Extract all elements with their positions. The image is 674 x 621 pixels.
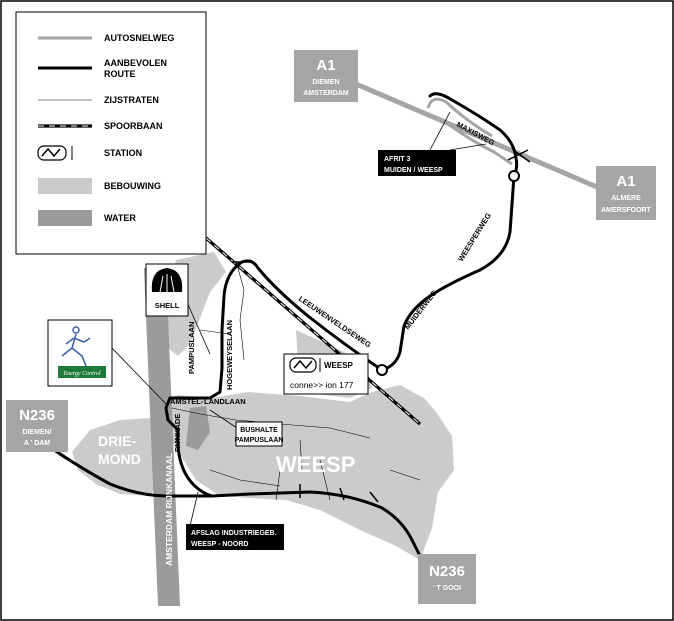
afslag-line1: AFSLAG INDUSTRIEGEB. bbox=[191, 530, 277, 537]
legend-water-swatch bbox=[38, 210, 92, 226]
bushalte-line1: BUSHALTE bbox=[240, 427, 278, 434]
route-weesperweg bbox=[380, 174, 516, 372]
a1-ramp-east bbox=[447, 122, 513, 166]
energy-control-text: Energy Control bbox=[62, 371, 100, 377]
recommended-route bbox=[38, 92, 519, 558]
ns-station-icon bbox=[289, 357, 317, 373]
label-rijnkade: RIJNKADE bbox=[173, 414, 182, 452]
label-kanaal: AMSTERDAM RIJNKANAAL bbox=[164, 453, 174, 566]
legend-built-label: BEBOUWING bbox=[104, 181, 161, 191]
a1-motorway bbox=[355, 81, 605, 193]
amsterdam-rijnkanaal-water bbox=[144, 268, 180, 606]
sign-n236-west-line2: A ' DAM bbox=[24, 440, 50, 447]
sign-a1-east: A1 ALMERE AMERSFOORT bbox=[596, 166, 656, 220]
sign-a1-east-line1: ALMERE bbox=[611, 195, 641, 202]
legend-route-label-2: ROUTE bbox=[104, 69, 136, 79]
legend-station-icon bbox=[37, 145, 73, 161]
sign-a1-west-code: A1 bbox=[316, 57, 335, 74]
a1-ramp-west bbox=[426, 97, 493, 138]
sign-a1-east-code: A1 bbox=[616, 173, 635, 190]
energy-control-box: Energy Control bbox=[47, 319, 113, 387]
place-driemond-2: MOND bbox=[98, 451, 141, 467]
roundabout-a1 bbox=[508, 170, 520, 182]
sign-n236-east: N236 ' T GOOI bbox=[418, 554, 476, 604]
sign-a1-east-line2: AMERSFOORT bbox=[601, 207, 652, 214]
sign-n236-east-code: N236 bbox=[429, 563, 465, 580]
railway bbox=[204, 236, 422, 426]
bushalte-line2: PAMPUSLAAN bbox=[235, 437, 284, 444]
afrit-3-label: AFRIT 3 MUIDEN / WEESP bbox=[378, 150, 456, 176]
legend-rail-label: SPOORBAAN bbox=[104, 121, 163, 131]
label-amstel: AMSTEL- bbox=[170, 397, 204, 406]
sign-n236-west: N236 DIEMEN/ A ' DAM bbox=[6, 400, 68, 452]
legend-route-label: AANBEVOLEN bbox=[104, 58, 167, 68]
sign-a1-west-line2: AMSTERDAM bbox=[303, 90, 349, 97]
route-rijnkade-south bbox=[176, 428, 214, 498]
legend-motorway-label: AUTOSNELWEG bbox=[104, 33, 174, 43]
route-maxisweg bbox=[428, 92, 519, 178]
route-n236 bbox=[38, 438, 422, 558]
route-leeuwenveldseweg bbox=[240, 259, 384, 372]
weesp-built-area bbox=[162, 385, 454, 560]
runner-logo-icon bbox=[61, 326, 91, 367]
afrit-3-line1: AFRIT 3 bbox=[384, 156, 411, 163]
legend-station-label: STATION bbox=[104, 148, 142, 158]
bushalte-label: BUSHALTE PAMPUSLAAN bbox=[235, 421, 284, 447]
afrit-3-line2: MUIDEN / WEESP bbox=[384, 167, 443, 174]
label-hogeweyselaan: HOGEWEYSELAAN bbox=[225, 320, 234, 390]
station-name: WEESP bbox=[324, 361, 354, 370]
legend: AUTOSNELWEG AANBEVOLEN ROUTE ZIJSTRATEN … bbox=[15, 11, 207, 255]
route-hogeweyselaan bbox=[164, 260, 244, 432]
sign-n236-east-line1: ' T GOOI bbox=[433, 585, 461, 592]
shell-text: SHELL bbox=[155, 301, 180, 310]
place-driemond-1: DRIE- bbox=[98, 433, 136, 449]
label-pampuslaan: PAMPUSLAAN bbox=[187, 322, 196, 374]
afslag-line2: WEESP - NOORD bbox=[191, 541, 248, 548]
sign-n236-west-code: N236 bbox=[19, 407, 55, 424]
legend-water-label: WATER bbox=[104, 213, 136, 223]
place-weesp: WEESP bbox=[276, 452, 355, 477]
afslag-industriegebied-label: AFSLAG INDUSTRIEGEB. WEESP - NOORD bbox=[186, 524, 284, 550]
legend-built-swatch bbox=[38, 178, 92, 194]
connexxion-text: conne>> ion 177 bbox=[290, 380, 354, 390]
label-landlaan: LANDLAAN bbox=[204, 397, 246, 406]
legend-side-label: ZIJSTRATEN bbox=[104, 95, 159, 105]
roundabout-muiderweg bbox=[376, 364, 388, 376]
pond-water bbox=[186, 406, 210, 450]
sign-a1-west-line1: DIEMEN bbox=[312, 79, 339, 86]
leader-lines bbox=[109, 111, 487, 527]
sign-a1-west: A1 DIEMEN AMSTERDAM bbox=[294, 50, 358, 102]
shell-box: SHELL bbox=[145, 263, 189, 317]
station-box: WEESP conne>> ion 177 bbox=[283, 353, 369, 395]
junction-ticks bbox=[232, 149, 531, 503]
sign-n236-west-line1: DIEMEN/ bbox=[22, 429, 51, 436]
